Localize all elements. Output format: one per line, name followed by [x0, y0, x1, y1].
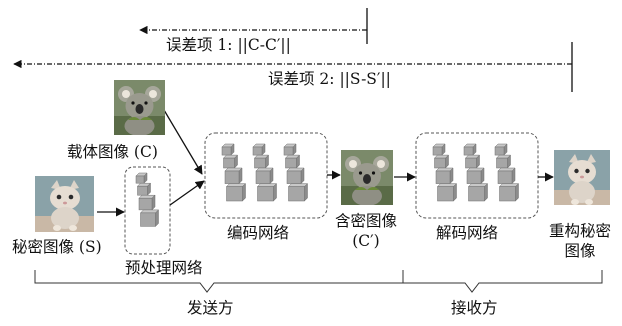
secret-image-label: 秘密图像 (S): [12, 238, 102, 256]
decoder-col-0-block-2: [435, 167, 454, 185]
encoder-col-2-block-0: [283, 143, 297, 156]
error-term-1-arrow: [139, 8, 368, 44]
encoder-net-label: 编码网络: [227, 224, 290, 242]
stego-image-koala: [341, 150, 393, 205]
decoder-col-2-block-2: [497, 167, 516, 185]
secret-image-kitten: [35, 176, 94, 232]
receiver-label: 接收方: [451, 299, 498, 317]
decoder-col-0-block-3: [436, 182, 458, 202]
sender-label: 发送方: [187, 299, 234, 317]
encoder-col-2-block-2: [286, 167, 305, 185]
decoder-col-2-block-3: [498, 182, 520, 202]
sender-brace: [34, 270, 404, 293]
decoder-net-layers: [432, 143, 520, 202]
decoder-net-box: [415, 132, 539, 219]
decoder-col-1-block-1: [464, 154, 481, 169]
encoder-col-1-block-2: [255, 167, 274, 185]
cover-image-koala: [114, 80, 165, 135]
decoder-col-0-block-1: [433, 154, 450, 169]
encoder-col-1-block-1: [253, 154, 270, 169]
error-term-1-label: 误差项 1: ||C-C′||: [166, 36, 291, 54]
preprocess-net-box: [124, 166, 171, 255]
decoder-col-1-block-2: [466, 167, 485, 185]
cover-image-label: 载体图像 (C): [67, 143, 158, 161]
decoder-col-2-block-0: [494, 143, 508, 156]
preprocess-block-3: [139, 209, 160, 228]
decoder-col-1-block-3: [467, 182, 489, 202]
encoder-col-2-block-1: [284, 154, 301, 169]
preprocess-block-1: [136, 182, 152, 196]
arrow-cover-to-encoder: [163, 109, 203, 175]
error-term-2-arrow: [13, 42, 573, 92]
arrow-preprocess-to-encoder: [169, 180, 205, 206]
reconstructed-image-kitten: [554, 150, 610, 205]
preprocess-block-0: [135, 172, 148, 184]
encoder-net-layers: [221, 143, 309, 202]
encoder-col-1-block-3: [256, 182, 278, 202]
stego-image-label-line2: (C′): [352, 232, 380, 250]
decoder-col-2-block-1: [495, 154, 512, 169]
preprocess-block-2: [138, 194, 156, 211]
decoder-col-1-block-0: [463, 143, 477, 156]
reconstructed-image-label-line2: 图像: [564, 242, 596, 260]
decoder-net-label: 解码网络: [436, 224, 499, 242]
reconstructed-image-label-line1: 重构秘密: [548, 222, 611, 240]
preprocess-net-label: 预处理网络: [125, 259, 203, 277]
encoder-col-0-block-2: [224, 167, 243, 185]
preprocess-net-layers: [135, 172, 160, 228]
encoder-col-0-block-3: [225, 182, 247, 202]
stego-image-label-line1: 含密图像: [334, 212, 397, 230]
receiver-brace: [402, 270, 603, 293]
decoder-col-0-block-0: [432, 143, 446, 156]
encoder-col-2-block-3: [287, 182, 309, 202]
encoder-col-0-block-1: [222, 154, 239, 169]
encoder-col-1-block-0: [252, 143, 266, 156]
error-term-2-label: 误差项 2: ||S-S′||: [268, 70, 391, 88]
encoder-col-0-block-0: [221, 143, 235, 156]
